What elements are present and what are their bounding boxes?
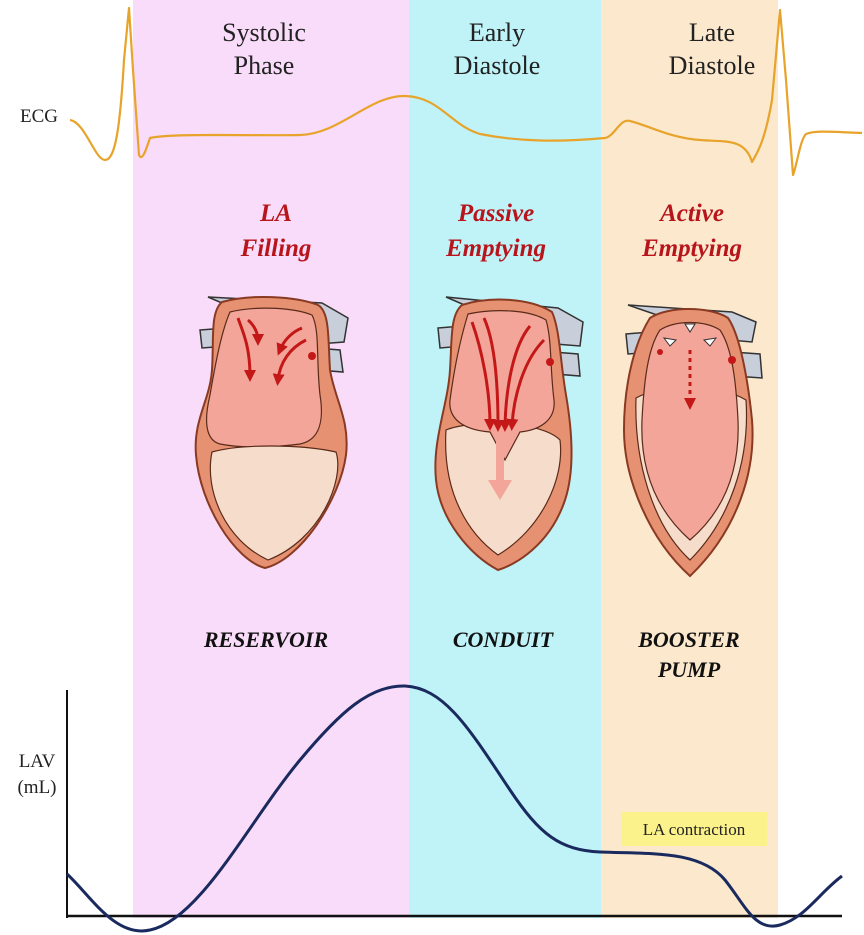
lav-label-line2: (mL) bbox=[17, 777, 56, 798]
role-reservoir: RESERVOIR bbox=[203, 627, 328, 652]
annotation-la-contraction: LA contraction bbox=[643, 820, 746, 839]
event-passive-line1: Passive bbox=[457, 200, 534, 227]
event-passive-line2: Emptying bbox=[445, 235, 546, 262]
ecg-label: ECG bbox=[20, 106, 58, 127]
phase-title-early-line1: Early bbox=[469, 18, 525, 47]
event-la-filling-line1: LA bbox=[259, 200, 292, 227]
phase-title-late-line2: Diastole bbox=[669, 51, 756, 80]
role-conduit: CONDUIT bbox=[453, 627, 555, 652]
lav-label-line1: LAV bbox=[19, 751, 56, 772]
phase-title-late-line1: Late bbox=[689, 18, 735, 47]
event-active-line1: Active bbox=[658, 200, 724, 227]
event-la-filling-line2: Filling bbox=[240, 235, 312, 262]
role-booster-line1: BOOSTER bbox=[637, 627, 739, 652]
phase-title-systolic-line1: Systolic bbox=[222, 18, 306, 47]
role-booster-line2: PUMP bbox=[657, 657, 721, 682]
phase-title-systolic-line2: Phase bbox=[234, 51, 295, 80]
phase-title-early-line2: Diastole bbox=[454, 51, 541, 80]
event-active-line2: Emptying bbox=[641, 235, 742, 262]
